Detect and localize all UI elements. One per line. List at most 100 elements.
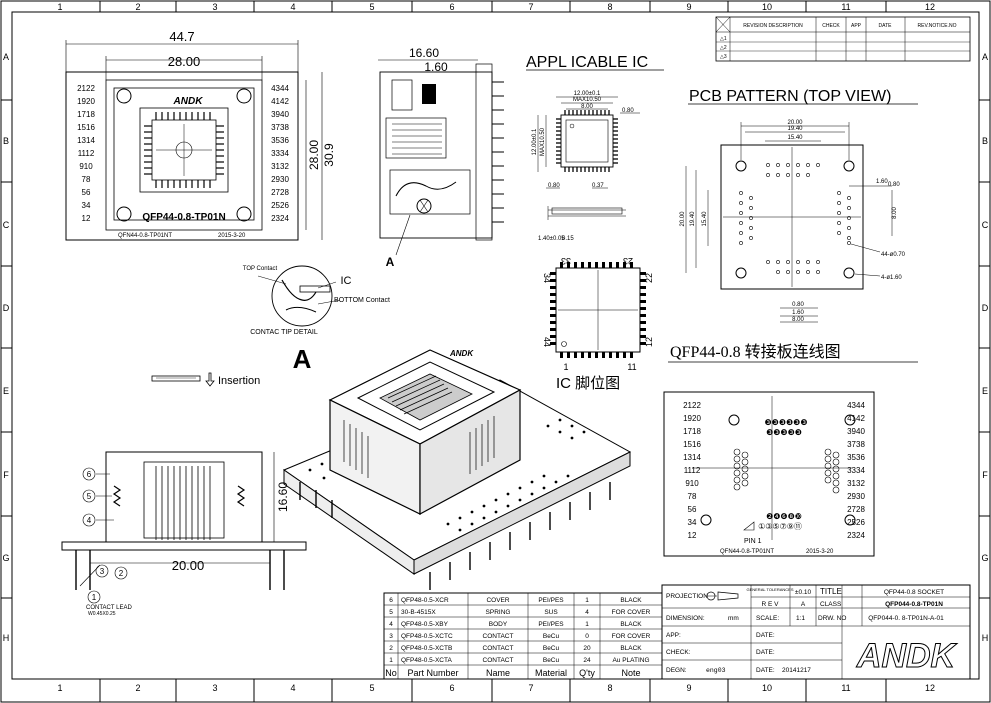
row-label: D	[3, 303, 10, 313]
projection-cone-icon	[717, 591, 739, 601]
bom-cell: QFP48-0.5-XCR	[401, 597, 449, 604]
col-label: 8	[607, 683, 612, 693]
bom-cell: 1	[585, 621, 589, 628]
pin-label: 1718	[77, 110, 95, 119]
col-label: 7	[528, 683, 533, 693]
bom-cell: FOR COVER	[612, 609, 651, 616]
app-label: APP:	[666, 632, 681, 639]
pin-label: 3940	[271, 110, 289, 119]
ic-dim-2: MAX10.50	[573, 97, 602, 103]
callout-a: A	[386, 255, 395, 269]
wiring-pin: 2728	[847, 505, 865, 514]
rev-header-desc: REVISION DESCRIPTION	[743, 23, 803, 29]
title-label: TITLE	[820, 587, 842, 596]
bom-cell: COVER	[486, 597, 509, 604]
bom-cell: BODY	[489, 621, 508, 628]
dim-front-width: 20.00	[172, 558, 205, 573]
socket-model-label: QFP44-0.8-TP01N	[142, 212, 225, 223]
wiring-pin: 910	[685, 479, 699, 488]
pin1-label: PIN 1	[744, 538, 762, 545]
bottom-contact-label: BOTTOM Contact	[334, 297, 390, 304]
ic-dim-7: 0.80	[548, 183, 560, 189]
col-label: 12	[925, 683, 935, 693]
col-label: 6	[449, 683, 454, 693]
bom-cell: CONTACT	[483, 645, 514, 652]
pin-label: 3334	[271, 149, 289, 158]
col-label: 8	[607, 2, 612, 12]
row-label: E	[3, 386, 9, 396]
bom-cell: BLACK	[620, 621, 642, 628]
col-label: 10	[762, 683, 772, 693]
dim-front-height: 16.60	[276, 482, 290, 512]
col-label: 9	[686, 2, 691, 12]
wiring-pin: 56	[688, 505, 697, 514]
wiring-pin: 2122	[683, 401, 701, 410]
pcb-dim-12: 0.80	[792, 302, 804, 308]
wiring-pin: 3738	[847, 440, 865, 449]
bom-cell: PEI/PES	[538, 597, 564, 604]
dim-side-b: 1.60	[424, 60, 448, 74]
col-label: 2	[135, 2, 140, 12]
wiring-pin: 3536	[847, 453, 865, 462]
bom-cell: QFP48-0.5-XCTB	[401, 645, 452, 652]
bom-cell: 20	[583, 645, 591, 652]
row-label: E	[982, 386, 988, 396]
rev-header-notice: REV.NOTICE.NO	[918, 23, 957, 29]
check-label: CHECK:	[666, 649, 691, 656]
bom-cell: 5	[389, 609, 393, 616]
bom-cell: 24	[583, 657, 591, 664]
wiring-caption: QFP44-0.8 转接板连线图	[670, 343, 841, 361]
contact-tip-detail: TOP Contact IC BOTTOM Contact CONTAC TIP…	[243, 265, 390, 374]
date-label: DATE:	[756, 649, 775, 656]
pcb-dim-8: 19.40	[690, 211, 696, 227]
pcb-dim-11: 4-ø1.60	[881, 275, 902, 281]
ic-pin-33: 33	[561, 256, 571, 266]
grid-row-labels: A B C D E F G H A B C D E F G H	[1, 52, 990, 643]
rev-row-2: △2	[720, 45, 727, 51]
col-label: 3	[212, 2, 217, 12]
ic-pinout: 33 23 34 22 44 12 1 11 IC 脚位图	[542, 256, 654, 392]
socket-isometric-render: ANDK	[282, 349, 632, 590]
ic-dim-5: 12.00±0.1	[532, 128, 538, 155]
pin-label: 56	[82, 188, 91, 197]
ic-dim-8: 0.37	[592, 183, 604, 189]
row-label: C	[3, 220, 10, 230]
ic-pin-23: 23	[623, 256, 633, 266]
bom-cell: PEI/PES	[538, 621, 564, 628]
balloon-2: 2	[119, 569, 124, 578]
pin-label: 3738	[271, 123, 289, 132]
col-label: 1	[57, 2, 62, 12]
pcb-dim-14: 8.00	[792, 317, 804, 323]
pin-label: 2728	[271, 188, 289, 197]
pcb-dim-9: 15.40	[702, 211, 708, 227]
dimension-label: DIMENSION:	[666, 615, 705, 622]
ic-pin-22: 22	[644, 273, 654, 283]
bom-cell: Au PLATING	[612, 657, 649, 664]
pin-label: 1920	[77, 97, 95, 106]
pcb-title: PCB PATTERN (TOP VIEW)	[689, 88, 891, 105]
col-label: 1	[57, 683, 62, 693]
row-label: B	[3, 136, 9, 146]
grid-column-labels: 1 2 3 4 5 6 7 8 9 10 11 12 1 2 3 4 5 6 7…	[57, 1, 935, 702]
pin-label: 2930	[271, 175, 289, 184]
balloon-4: 4	[87, 516, 92, 525]
revision-table: REVISION DESCRIPTION CHECK APP DATE REV.…	[715, 16, 971, 62]
dim-inner-width: 28.00	[168, 54, 201, 69]
rev-header-app: APP	[851, 23, 862, 29]
pin-label: 12	[82, 214, 91, 223]
wiring-pin: 1718	[683, 427, 701, 436]
row-label: D	[982, 303, 989, 313]
bom-cell: BeCu	[543, 633, 560, 640]
col-label: 7	[528, 2, 533, 12]
wiring-pin: 3940	[847, 427, 865, 436]
wiring-bottom-row-1: ❷❹❻❽❿	[766, 512, 802, 521]
wiring-pin: 3334	[847, 466, 865, 475]
design-date: 20141217	[782, 667, 811, 674]
ic-dim-10: 0.15	[562, 236, 574, 242]
pin-label: 2122	[77, 84, 95, 93]
pcb-dim-1: 20.00	[787, 120, 803, 126]
col-label: 11	[841, 2, 850, 12]
wiring-part-label: QFN44-0.8-TP01NT	[720, 549, 774, 555]
wiring-pin: 2324	[847, 531, 865, 540]
